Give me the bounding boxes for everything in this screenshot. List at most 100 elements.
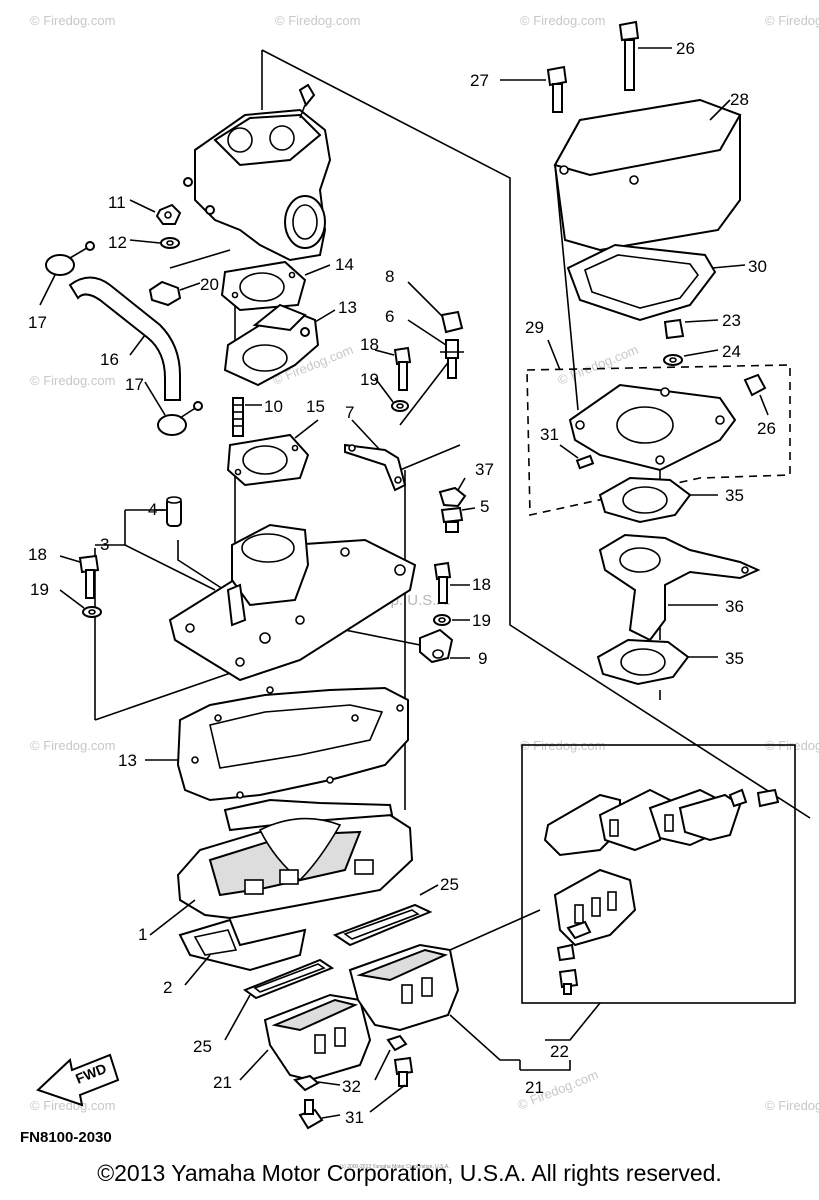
watermark: © Firedog.com bbox=[520, 13, 605, 28]
part-label: 15 bbox=[306, 397, 325, 416]
part-number-labels: 11 12 17 16 17 20 14 13 10 15 4 3 18 19 … bbox=[28, 39, 776, 1127]
part-label: 1 bbox=[138, 925, 147, 944]
clamp-17-top bbox=[45, 241, 95, 276]
part-label: 5 bbox=[480, 497, 489, 516]
part-label: 31 bbox=[345, 1108, 364, 1127]
watermark: © Firedog.com bbox=[30, 373, 115, 388]
part-label: 18 bbox=[472, 575, 491, 594]
watermark: © Firedog.com bbox=[765, 1098, 819, 1113]
intake-manifold-3 bbox=[168, 523, 417, 682]
part-label: 29 bbox=[525, 318, 544, 337]
part-label: 35 bbox=[725, 486, 744, 505]
watermark: © Firedog.com bbox=[30, 13, 115, 28]
part-label: 27 bbox=[470, 71, 489, 90]
part-label: 8 bbox=[385, 267, 394, 286]
part-label: 6 bbox=[385, 307, 394, 326]
gasket-35-lower bbox=[596, 638, 690, 686]
washer-24 bbox=[663, 354, 683, 366]
gasket-32 bbox=[566, 243, 717, 322]
bolt-18-mid bbox=[393, 346, 412, 391]
inset-box-22 bbox=[521, 744, 796, 1004]
part-label: 21 bbox=[525, 1078, 544, 1097]
part-label: 19 bbox=[472, 611, 491, 630]
reed-block-1 bbox=[176, 798, 414, 920]
watermark: © Firedog.com bbox=[30, 738, 115, 753]
stud-10 bbox=[232, 397, 244, 437]
part-label: 10 bbox=[264, 397, 283, 416]
bolt-18-left bbox=[78, 554, 100, 599]
clip-20 bbox=[148, 280, 182, 307]
part-label: 25 bbox=[193, 1037, 212, 1056]
fitting-6 bbox=[440, 339, 464, 379]
gasket-15-upper bbox=[220, 260, 307, 312]
washer-19-mid bbox=[391, 400, 409, 412]
fwd-direction-arrow: FWD bbox=[36, 1053, 120, 1107]
cylinder-block bbox=[183, 83, 332, 262]
throttle-body-group-29 bbox=[526, 364, 791, 516]
plug-23 bbox=[663, 318, 685, 340]
bolt-27 bbox=[546, 65, 568, 113]
bracket-36 bbox=[598, 533, 761, 642]
part-label: 14 bbox=[335, 255, 354, 274]
part-label: 25 bbox=[440, 875, 459, 894]
copyright-footer: ©2013 Yamaha Motor Corporation, U.S.A. A… bbox=[97, 1160, 722, 1186]
bolt-26 bbox=[618, 20, 640, 91]
part-label: 2 bbox=[163, 978, 172, 997]
part-label: 19 bbox=[360, 370, 379, 389]
part-label: 26 bbox=[757, 419, 776, 438]
part-label: 13 bbox=[118, 751, 137, 770]
part-label: 19 bbox=[30, 580, 49, 599]
part-label: 12 bbox=[108, 233, 127, 252]
part-label: 26 bbox=[676, 39, 695, 58]
part-label: 31 bbox=[540, 425, 559, 444]
screw-31 bbox=[575, 454, 595, 470]
part-label: 18 bbox=[28, 545, 47, 564]
adapter-14 bbox=[223, 303, 320, 387]
washer-19-left bbox=[82, 606, 102, 618]
sleeve-4 bbox=[166, 496, 182, 527]
nut-11 bbox=[155, 203, 182, 225]
part-label: 9 bbox=[478, 649, 487, 668]
part-label: 28 bbox=[730, 90, 749, 109]
reed-valve-21-left bbox=[263, 993, 372, 1082]
part-label: 37 bbox=[475, 460, 494, 479]
part-label: 36 bbox=[725, 597, 744, 616]
cover-28 bbox=[553, 98, 742, 252]
watermark: © Firedog.com bbox=[275, 13, 360, 28]
part-label: 3 bbox=[100, 535, 109, 554]
gasket-15-lower bbox=[226, 433, 310, 487]
gasket-25-right bbox=[332, 903, 433, 947]
part-label: 7 bbox=[345, 403, 354, 422]
clip-37 bbox=[438, 486, 467, 508]
bracket-9 bbox=[419, 628, 454, 664]
watermark: © Firedog.com bbox=[765, 13, 819, 28]
cap-8 bbox=[440, 310, 464, 334]
gasket-25-left bbox=[242, 958, 335, 1000]
figure-code: FN8100-2030 bbox=[20, 1129, 112, 1146]
gasket-13 bbox=[176, 686, 409, 802]
part-label: 22 bbox=[550, 1042, 569, 1061]
plug-5 bbox=[440, 506, 464, 533]
bolt-18-right bbox=[433, 561, 452, 604]
part-label: 18 bbox=[360, 335, 379, 354]
part-label: 13 bbox=[338, 298, 357, 317]
fitting-30 bbox=[743, 373, 767, 397]
tiny-notice: (c) 2000-2013 Yamaha Motor Corporation, … bbox=[340, 1164, 450, 1170]
part-label: 16 bbox=[100, 350, 119, 369]
part-label: 24 bbox=[722, 342, 741, 361]
part-label: 4 bbox=[148, 500, 157, 519]
washer-19-right bbox=[433, 614, 451, 626]
part-label: 23 bbox=[722, 311, 741, 330]
clamp-17-bottom bbox=[157, 401, 203, 436]
part-label: 11 bbox=[108, 193, 126, 212]
washer-12 bbox=[160, 237, 180, 249]
part-label: 35 bbox=[725, 649, 744, 668]
reed-valve-21-right bbox=[348, 943, 460, 1032]
bracket-7 bbox=[344, 443, 407, 492]
part-label: 20 bbox=[200, 275, 219, 294]
part-label: 30 bbox=[748, 257, 767, 276]
hose-16 bbox=[68, 276, 181, 401]
part-label: 21 bbox=[213, 1073, 232, 1092]
part-label: 17 bbox=[125, 375, 144, 394]
